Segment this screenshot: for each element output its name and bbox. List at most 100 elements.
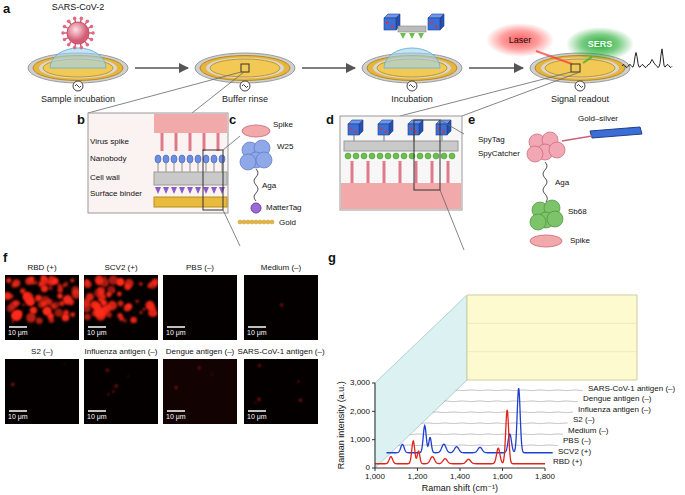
fluorescent-spot [64,363,65,364]
fluorescent-spot [54,308,63,317]
fluorescent-spot [123,318,127,322]
gold-atom [258,220,262,224]
cell-wall [344,141,458,151]
nanobody [163,155,169,163]
fluorescent-spot [20,288,26,294]
scatter-beam [583,57,592,63]
fluorescent-spot [258,364,261,367]
gold-silver-particle [590,127,642,138]
scale-bar [248,326,266,328]
nanobody [219,155,225,163]
gold-atom [270,220,274,224]
cube-side [359,120,363,135]
virus-spike-tip [91,31,95,35]
nanobody [187,155,193,163]
fluorescent-spot [280,303,283,306]
panel-title: SCV2 (+) [104,263,137,273]
fluorescent-spot [106,312,112,318]
zoom-line [223,210,240,246]
surface-binder [163,187,169,194]
fluorescent-spot [84,298,90,306]
grid-line [467,351,637,352]
series-label: PBS (–) [562,436,592,445]
nanobody [179,155,185,163]
chip-substrate [195,53,295,83]
tick-label: 1,000 [365,472,385,481]
tick-mark [417,468,418,471]
tick-label: 1,400 [450,472,470,481]
ac-symbol [242,85,248,88]
virus-surface [154,114,227,133]
cube-dot [443,131,445,133]
fluorescent-spot [99,304,101,306]
fluorescent-spot [6,277,11,282]
fluorescent-spot [100,278,109,287]
tick-label: 1,000 [350,435,370,444]
grid-line [467,323,637,324]
ac-symbol [577,85,583,88]
ac-source [575,81,585,91]
axis-title: Raman intensity (a.u.) [336,381,346,469]
scale-bar [88,326,106,328]
virus-spike-tip [86,19,90,23]
series-label: Dengue antigen (–) [582,394,653,403]
binder-triangle [418,33,424,39]
fluorescent-spot [91,300,99,308]
cube-front [384,18,396,30]
fluorescent-spot [31,281,34,284]
spike-protein [399,161,402,184]
part-name: Aga [555,178,569,187]
zoom-marker [203,150,223,210]
tick-label: 1,600 [492,472,512,481]
nanobody-w25 [256,152,272,168]
fluorescent-spot [107,393,109,395]
spike-protein [530,235,562,247]
panel-frame [340,116,462,210]
sers-glow [566,27,634,61]
part-name: Gold–silver [578,114,618,123]
step-label: Sample incubation [23,94,133,105]
micrograph-panel: SARS-CoV-1 antigen (–)10 μm [236,340,326,424]
spectrum-line [433,412,573,414]
cell-wall-bar [398,26,426,32]
virus-surface [341,183,461,209]
virus-spike-tip [67,19,71,23]
virus-name: SARS-CoV-2 [52,2,105,12]
part-name: W25 [277,142,293,151]
fluorescent-spot [12,310,22,320]
virus-spike-tip [90,25,94,29]
fluorescent-spot [12,311,21,320]
signal-label: SERS [588,39,613,49]
virus-spike-tip [63,25,67,29]
nanobody-stalk [198,163,199,172]
spectrum-line [410,434,563,436]
cube-side [447,120,451,135]
tick-mark [545,468,546,471]
surface-binder [171,187,177,194]
aga-linker [543,162,547,202]
micrograph-panel: Dengue antigen (–)10 μm [163,340,237,424]
fluorescent-spot [112,390,114,392]
fluorescent-spot [63,284,66,287]
fluorescent-spot [107,300,117,310]
fluorescent-spot [43,307,51,315]
fluorescent-spot [57,293,62,298]
zoom-marker [571,64,580,72]
surface-binder [219,187,225,194]
fluorescent-spot [148,304,155,311]
nanobody-w25 [240,154,256,170]
zoom-line [440,120,464,134]
spycatcher [549,142,565,158]
scale-bar-label: 10 μm [166,413,186,421]
scale-bar-label: 10 μm [247,329,267,337]
gold-surface [154,197,227,207]
fluorescent-spot [98,299,100,301]
gold-electrode [545,59,615,77]
panel-frame [88,113,228,213]
fluorescent-spot [298,380,300,382]
nanobody-stalk [174,163,175,172]
panel-letter: a [3,2,10,17]
laser-label: Laser [509,35,532,45]
part-name: Cell wall [90,173,120,182]
